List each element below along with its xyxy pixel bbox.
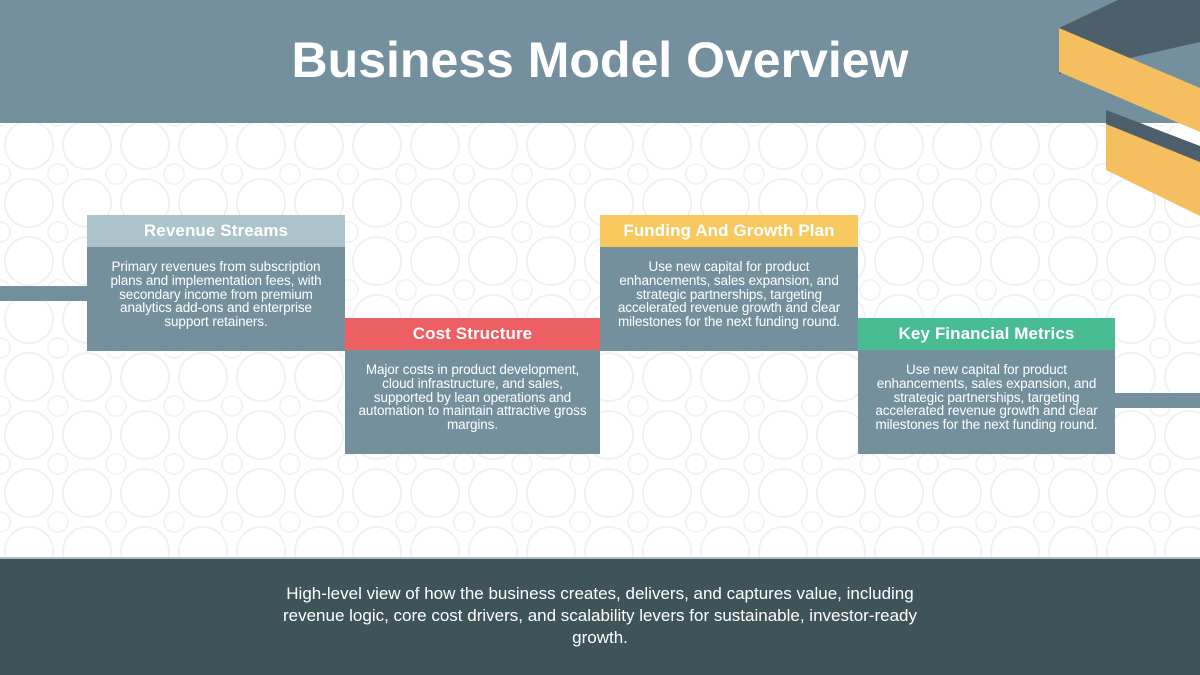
card-header: Key Financial Metrics	[858, 318, 1115, 350]
card-body-text: Major costs in product development, clou…	[345, 350, 600, 454]
footer-description: High-level view of how the business crea…	[282, 584, 917, 647]
header-band: Business Model Overview	[0, 0, 1200, 123]
card-key-financial-metrics: Key Financial Metrics Use new capital fo…	[858, 318, 1115, 454]
card-title: Funding And Growth Plan	[623, 221, 835, 240]
card-header: Funding And Growth Plan	[600, 215, 858, 247]
card-header: Cost Structure	[345, 318, 600, 350]
connector-line-left	[0, 286, 87, 301]
card-cost-structure: Cost Structure Major costs in product de…	[345, 318, 600, 454]
card-title: Key Financial Metrics	[898, 324, 1075, 343]
card-title: Cost Structure	[412, 324, 533, 343]
card-revenue-streams: Revenue Streams Primary revenues from su…	[87, 215, 345, 351]
card-body-text: Use new capital for product enhancements…	[600, 247, 858, 351]
card-body-text: Use new capital for product enhancements…	[858, 350, 1115, 454]
card-body-text: Primary revenues from subscription plans…	[87, 247, 345, 351]
footer-band: High-level view of how the business crea…	[0, 557, 1200, 675]
ribbon-yellow-bottom-icon	[1106, 124, 1200, 216]
card-funding-growth-plan: Funding And Growth Plan Use new capital …	[600, 215, 858, 351]
card-title: Revenue Streams	[143, 221, 289, 240]
card-header: Revenue Streams	[87, 215, 345, 247]
page-title: Business Model Overview	[291, 31, 909, 88]
connector-line-right	[1115, 393, 1200, 408]
